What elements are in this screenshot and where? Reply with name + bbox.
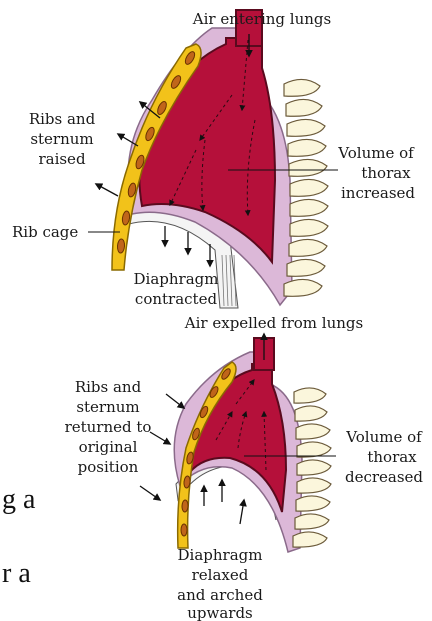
cropped-text-1: g a [2,484,36,515]
air-entering-label: Air entering lungs [192,10,331,28]
ribs-returned-label-2: sternum [76,398,139,416]
ribs-raised-label-1: Ribs and [29,110,96,128]
ribs-returned-label-1: Ribs and [75,378,142,396]
volume-decreased-label-1: Volume of [345,428,423,446]
diaphragm-relaxed-label-1: Diaphragm [178,546,263,564]
diaphragm-arrows-bottom [204,480,244,524]
air-expelled-label: Air expelled from lungs [184,314,363,332]
inspiration-diagram: Air entering lungs Ribs and sternum rais… [12,10,415,308]
expiration-diagram: Air expelled from lungs Ribs and sternum… [65,314,424,621]
ribs-raised-label-3: raised [38,150,85,168]
volume-increased-label-1: Volume of [337,144,415,162]
volume-decreased-label-3: decreased [345,468,423,486]
diaphragm-contracted-label-1: Diaphragm [134,270,219,288]
volume-decreased-label-2: thorax [367,448,417,466]
volume-increased-label-3: increased [341,184,415,202]
diaphragm-relaxed-label-3: and arched [177,586,263,604]
ribs-returned-label-3: returned to [65,418,152,436]
volume-increased-label-2: thorax [361,164,411,182]
ribs-returned-label-4: original [79,438,138,456]
diaphragm-contracted-label-2: contracted [135,290,218,308]
vertebral-column-bottom [293,388,331,547]
rib-cage-label: Rib cage [12,223,78,241]
ribs-returned-label-5: position [78,458,139,476]
cropped-text-2: r a [2,558,31,589]
vertebral-column-top [284,79,328,296]
diaphragm-relaxed-label-2: relaxed [192,566,249,584]
ribs-raised-label-2: sternum [30,130,93,148]
diaphragm-relaxed-label-4: upwards [187,604,253,621]
